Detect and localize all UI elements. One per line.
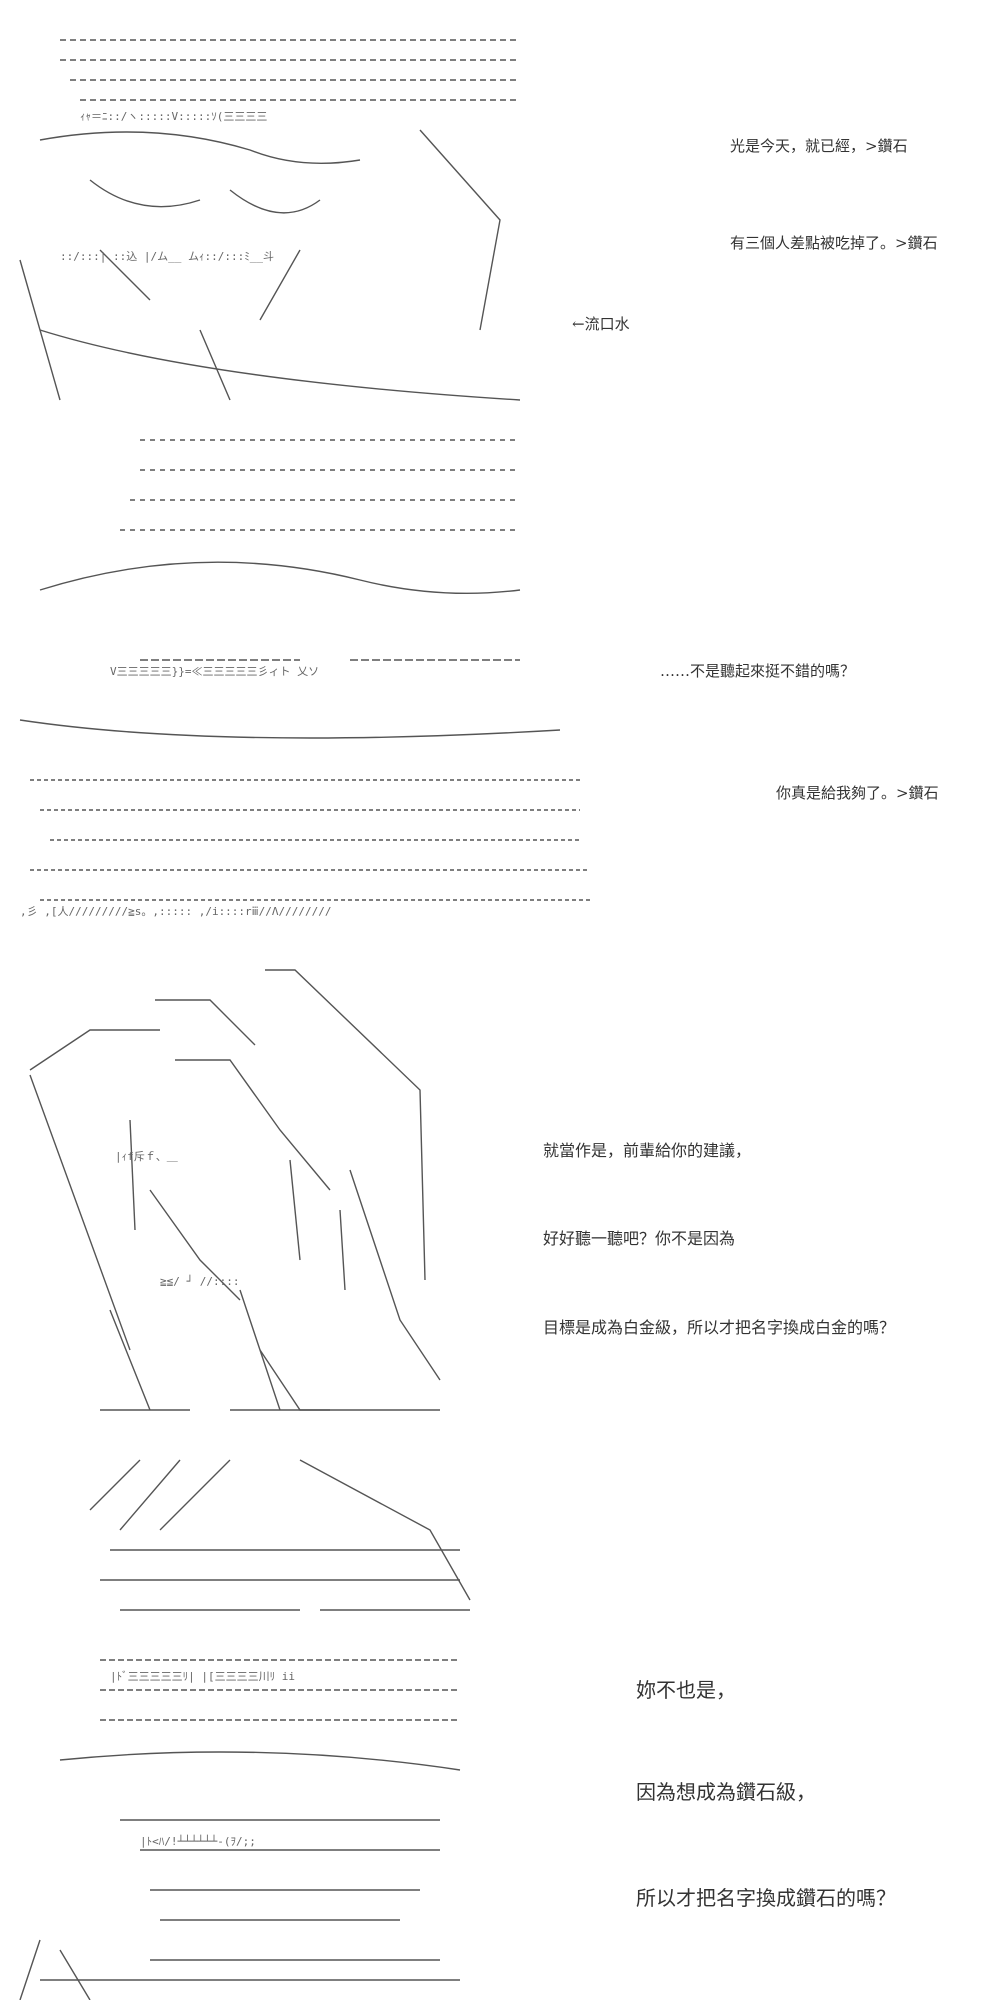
dialogue-line-7: 目標是成為白金級，所以才把名字換成白金的嗎？: [543, 1318, 896, 1337]
dialogue-line-5: 就當作是，前輩給你的建議，: [543, 1141, 752, 1160]
dialogue-line-8: 妳不也是，: [636, 1678, 736, 1702]
dialogue-line-2: 有三個人差點被吃掉了。>鑽石: [730, 234, 938, 252]
ascii-art-figure-1: ｨｬ＝ﾆ::/ヽ:::::V:::::ｿ(三三三三 ::/:::| ::込 |/…: [19, 39, 521, 401]
panel-4: |ﾄﾞ三三三三三ﾘ| |[三三三三川ﾘ ii |ﾄ<ﾊ/!┴┴┴┴┴┴-(ｦ/;…: [0, 1440, 1000, 2000]
panel-3: |ｨf斥ｆ、＿ ≧≦/ ┘ //:::: 就當作是，前輩給你的建議， 好好聽一聽…: [0, 930, 1000, 1440]
panel-1: ｨｬ＝ﾆ::/ヽ:::::V:::::ｿ(三三三三 ::/:::| ::込 |/…: [0, 0, 1000, 420]
dialogue-line-4: 你真是給我夠了。>鑽石: [776, 784, 939, 802]
dialogue-line-10: 所以才把名字換成鑽石的嗎？: [636, 1886, 896, 1910]
panel-2: V三三三三三}}=≪三三三三三彡ィト 乂ソ ,彡 ,[人/////////≧s。…: [0, 420, 1000, 930]
dialogue-line-1: 光是今天，就已經，>鑽石: [730, 137, 908, 155]
dialogue-line-9: 因為想成為鑽石級，: [636, 1780, 816, 1804]
svg-text:|ﾄﾞ三三三三三ﾘ| |[三三三三川ﾘ ii: |ﾄﾞ三三三三三ﾘ| |[三三三三川ﾘ ii: [110, 1670, 295, 1683]
ascii-art-figure-4: |ﾄﾞ三三三三三ﾘ| |[三三三三川ﾘ ii |ﾄ<ﾊ/!┴┴┴┴┴┴-(ｦ/;…: [19, 1459, 471, 2000]
svg-text:|ﾄ<ﾊ/!┴┴┴┴┴┴-(ｦ/;;: |ﾄ<ﾊ/!┴┴┴┴┴┴-(ｦ/;;: [140, 1834, 256, 1848]
svg-text:ｨｬ＝ﾆ::/ヽ:::::V:::::ｿ(三三三三: ｨｬ＝ﾆ::/ヽ:::::V:::::ｿ(三三三三: [80, 110, 267, 123]
ascii-art-figure-3: |ｨf斥ｆ、＿ ≧≦/ ┘ //::::: [29, 969, 441, 1411]
ascii-art-figure-2: V三三三三三}}=≪三三三三三彡ィト 乂ソ ,彡 ,[人/////////≧s。…: [19, 439, 590, 918]
svg-text:V三三三三三}}=≪三三三三三彡ィト 乂ソ: V三三三三三}}=≪三三三三三彡ィト 乂ソ: [110, 665, 319, 678]
dialogue-line-3: ……不是聽起來挺不錯的嗎？: [660, 662, 856, 680]
svg-text:::/:::| ::込 |/ム__ ムｨ::/:::: ::/:::| ::込 |/ム__ ムｨ::/:::ﾐ__斗: [60, 250, 274, 263]
svg-text:|ｨf斥ｆ、＿: |ｨf斥ｆ、＿: [115, 1150, 178, 1163]
annotation-drool: ←流口水: [572, 315, 630, 333]
svg-text:,彡 ,[人/////////≧s。,::::: ,/i: ,彡 ,[人/////////≧s。,::::: ,/i::::rⅲ//Λ///…: [20, 905, 332, 918]
dialogue-line-6: 好好聽一聽吧？你不是因為: [543, 1229, 736, 1248]
svg-text:≧≦/ ┘ //::::: ≧≦/ ┘ //::::: [160, 1274, 239, 1288]
